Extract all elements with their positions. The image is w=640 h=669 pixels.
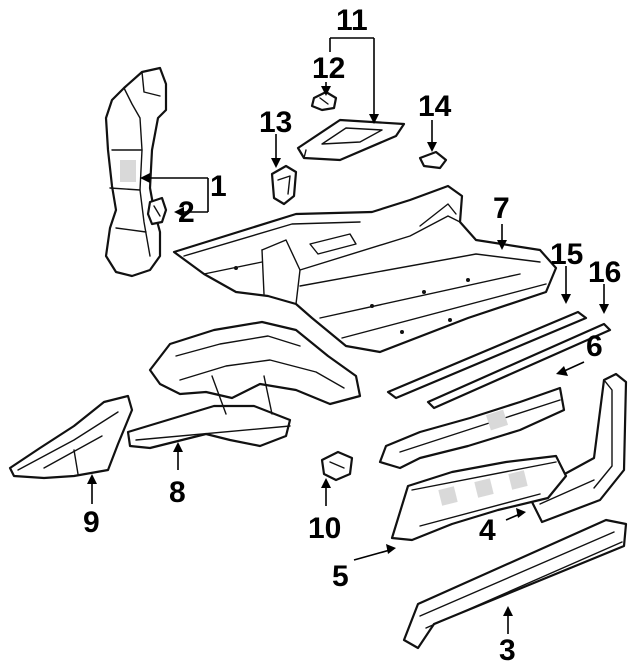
callout-3: 3 xyxy=(499,634,516,667)
callout-11: 11 xyxy=(336,4,368,37)
part-7-floor-pan xyxy=(172,184,558,354)
part-10-clip xyxy=(320,450,354,482)
part-2-clip xyxy=(146,196,168,226)
callout-5: 5 xyxy=(332,560,349,593)
callout-16: 16 xyxy=(588,256,621,289)
part-13-clip xyxy=(270,164,298,206)
callout-13: 13 xyxy=(259,106,292,139)
callout-2: 2 xyxy=(178,196,195,229)
part-11-reinforcement-plate xyxy=(296,118,406,162)
callout-14: 14 xyxy=(418,90,452,123)
part-9-front-bracket xyxy=(8,394,134,480)
arrowheads xyxy=(87,86,609,616)
callout-labels: 1 2 3 4 5 6 7 8 9 10 11 12 13 14 15 16 xyxy=(83,4,621,667)
callout-4: 4 xyxy=(479,514,496,547)
callout-8: 8 xyxy=(169,476,186,509)
callout-6: 6 xyxy=(586,330,603,363)
callout-1: 1 xyxy=(210,170,227,203)
part-16-sill-strip xyxy=(426,322,612,410)
part-15-sill-strip xyxy=(386,310,588,400)
part-3-outer-sill xyxy=(402,518,628,650)
part-1-pillar-bracket xyxy=(104,66,168,278)
callout-15: 15 xyxy=(550,238,583,271)
callout-10: 10 xyxy=(308,512,341,545)
part-8-crossmember xyxy=(126,320,362,450)
part-12-bracket xyxy=(310,90,338,112)
part-5-rocker-panel xyxy=(390,454,568,542)
part-6-rocker-reinforcement xyxy=(378,386,566,470)
callout-7: 7 xyxy=(493,192,510,225)
part-14-bracket xyxy=(418,150,448,170)
callout-12: 12 xyxy=(312,52,345,85)
callout-9: 9 xyxy=(83,506,100,539)
